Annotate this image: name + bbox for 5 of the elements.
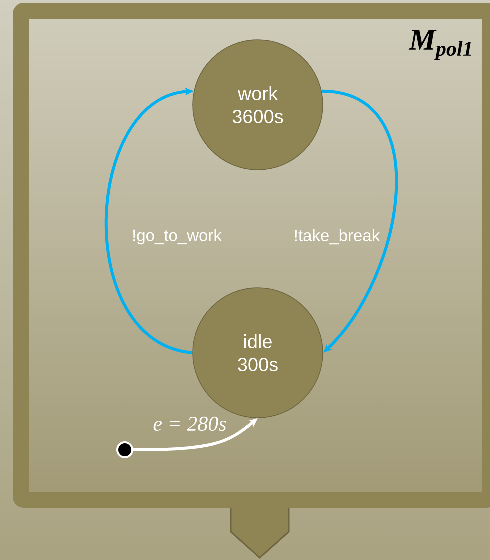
edge-label: !go_to_work xyxy=(134,229,222,245)
initial-dot xyxy=(116,442,134,458)
edge-label: !take_break xyxy=(295,229,380,245)
frame-title: M$_{pol1}$ xyxy=(408,30,472,60)
edge-label: e = 280s xyxy=(154,416,226,432)
